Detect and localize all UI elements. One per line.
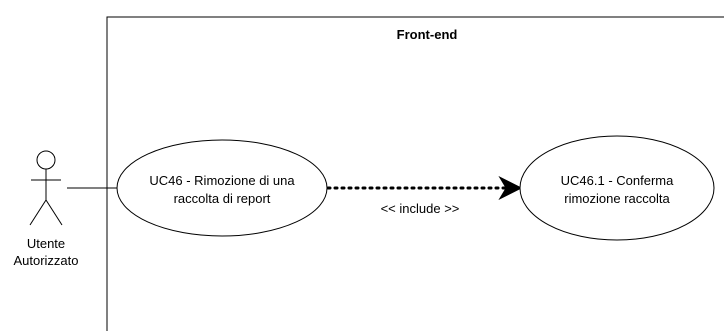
include-label: << include >>	[381, 201, 460, 216]
actor-label-line2: Autorizzato	[13, 253, 78, 268]
actor-head	[36, 150, 56, 170]
use-case-uc46-1-line2: rimozione raccolta	[564, 191, 670, 206]
actor-label-line1: Utente	[27, 236, 65, 251]
system-boundary	[106, 16, 724, 331]
actor-right-leg	[45, 199, 63, 226]
use-case-uc46-1	[519, 135, 715, 241]
actor	[29, 150, 63, 226]
use-case-uc46-line1: UC46 - Rimozione di una	[149, 173, 295, 188]
use-case-uc46-line2: raccolta di report	[174, 191, 271, 206]
boundary-title: Front-end	[397, 27, 458, 42]
use-case-uc46	[116, 139, 328, 237]
actor-left-leg	[29, 199, 47, 226]
use-case-uc46-1-line1: UC46.1 - Conferma	[561, 173, 674, 188]
